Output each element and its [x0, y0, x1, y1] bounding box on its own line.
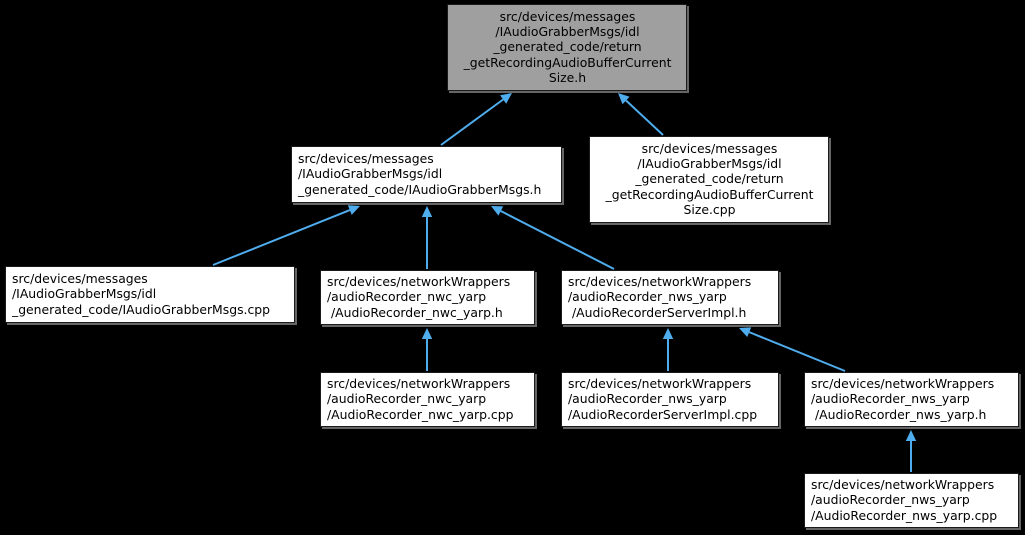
node-label-line: /IAudioGrabberMsgs/idl: [12, 286, 157, 302]
node-label-line: src/devices/networkWrappers: [568, 274, 752, 290]
node-label-line: /audioRecorder_nwc_yarp: [327, 289, 487, 305]
node-label-line: _generated_code/IAudioGrabberMsgs.cpp: [12, 301, 271, 317]
node-label-line: src/devices/messages: [298, 151, 434, 167]
node-label-line: src/devices/messages: [499, 8, 636, 24]
edge-ServerImpl-cpp-to-ServerImpl-h: [662, 328, 674, 371]
node-label-line: src/devices/messages: [12, 271, 148, 287]
node-return_getRecordingAudioBufferCurrentSize-h[interactable]: src/devices/messages/IAudioGrabberMsgs/i…: [447, 4, 687, 91]
edge-IAudioGrabberMsgs-h-to-return-header: [440, 93, 512, 146]
node-label-line: _generated_code/IAudioGrabberMsgs.h: [298, 181, 542, 197]
edge-nws-yarp-h-to-ServerImpl-h: [739, 327, 846, 372]
node-label-line: /AudioRecorderServerImpl.cpp: [568, 406, 758, 422]
node-AudioRecorder_nws_yarp-cpp[interactable]: src/devices/networkWrappers/audioRecorde…: [804, 473, 1019, 528]
node-label-line: src/devices/networkWrappers: [811, 376, 995, 392]
edge-return-cpp-to-return-header: [618, 93, 664, 136]
node-AudioRecorderServerImpl-h[interactable]: src/devices/networkWrappers/audioRecorde…: [561, 270, 779, 325]
node-label-line: /IAudioGrabberMsgs/idl: [298, 166, 443, 182]
node-label-line: /audioRecorder_nws_yarp: [568, 391, 727, 407]
node-IAudioGrabberMsgs-h[interactable]: src/devices/messages/IAudioGrabberMsgs/i…: [291, 146, 562, 203]
node-AudioRecorder_nwc_yarp-h[interactable]: src/devices/networkWrappers/audioRecorde…: [320, 270, 535, 325]
node-label-line: /IAudioGrabberMsgs/idl: [495, 24, 640, 40]
edge-nws-yarp-cpp-to-nws-yarp-h: [905, 430, 917, 472]
node-AudioRecorderServerImpl-cpp[interactable]: src/devices/networkWrappers/audioRecorde…: [561, 372, 779, 427]
node-label-line: src/devices/networkWrappers: [327, 376, 511, 392]
node-AudioRecorder_nwc_yarp-cpp[interactable]: src/devices/networkWrappers/audioRecorde…: [320, 372, 535, 427]
node-label-line: /AudioRecorder_nwc_yarp.cpp: [327, 406, 514, 422]
node-label-line: Size.h: [548, 69, 587, 85]
node-label-line: /audioRecorder_nws_yarp: [811, 391, 970, 407]
node-label-line: _generated_code/return: [493, 39, 642, 55]
node-AudioRecorder_nws_yarp-h[interactable]: src/devices/networkWrappers/audioRecorde…: [804, 372, 1019, 427]
node-label-line: _generated_code/return: [635, 171, 784, 187]
edge-nwc-yarp-h-to-IAudioGrabberMsgs-h: [421, 206, 433, 269]
node-label-line: /audioRecorder_nws_yarp: [568, 289, 727, 305]
node-label-line: /AudioRecorder_nwc_yarp.h: [327, 304, 503, 320]
node-label-line: _getRecordingAudioBufferCurrent: [463, 54, 672, 70]
node-label-line: /AudioRecorderServerImpl.h: [568, 304, 747, 320]
node-label-line: /AudioRecorder_nws_yarp.h: [811, 406, 987, 422]
edge-nwc-yarp-cpp-to-nwc-yarp-h: [421, 328, 433, 371]
node-label-line: /IAudioGrabberMsgs/idl: [637, 156, 782, 172]
node-label-line: /audioRecorder_nws_yarp: [811, 492, 970, 508]
node-IAudioGrabberMsgs-cpp[interactable]: src/devices/messages/IAudioGrabberMsgs/i…: [5, 266, 295, 323]
node-label-line: Size.cpp: [683, 201, 736, 217]
node-return_getRecordingAudioBufferCurrentSize-cpp[interactable]: src/devices/messages/IAudioGrabberMsgs/i…: [589, 136, 829, 223]
node-label-line: src/devices/networkWrappers: [568, 376, 752, 392]
edge-IAudioGrabberMsgs-cpp-to-IAudioGrabberMsgs-h: [212, 205, 360, 266]
node-label-line: _getRecordingAudioBufferCurrent: [605, 186, 814, 202]
node-label-line: src/devices/networkWrappers: [811, 477, 995, 493]
node-label-line: /AudioRecorder_nws_yarp.cpp: [811, 507, 998, 523]
node-label-line: src/devices/networkWrappers: [327, 274, 511, 290]
node-label-line: src/devices/messages: [641, 140, 778, 156]
node-label-line: /audioRecorder_nwc_yarp: [327, 391, 487, 407]
